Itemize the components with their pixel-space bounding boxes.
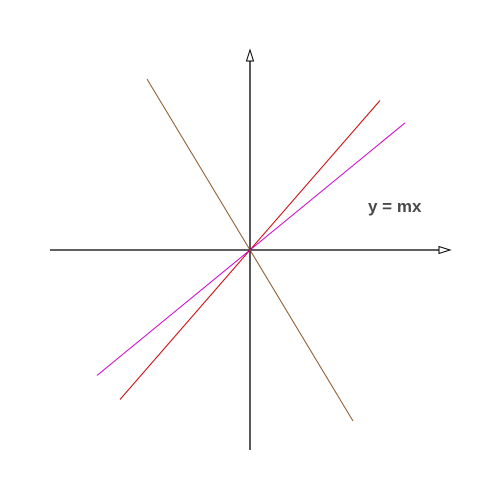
y-axis-arrowhead: [245, 48, 255, 62]
formula-label: y = mx: [368, 197, 422, 216]
line-magenta: [96, 122, 406, 376]
lines-group: [96, 78, 406, 422]
x-axis-arrowhead: [438, 245, 452, 255]
line-brown: [146, 78, 354, 422]
